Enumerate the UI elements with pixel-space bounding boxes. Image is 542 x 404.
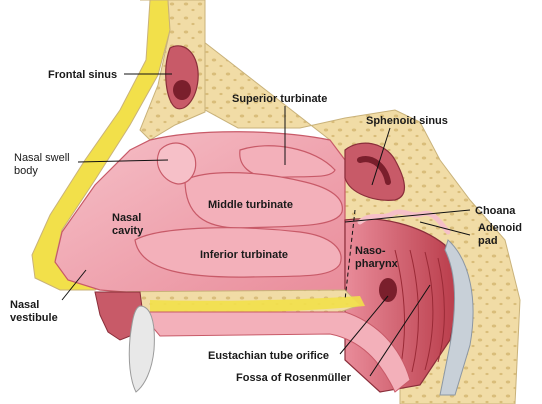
- label-choana: Choana: [475, 205, 516, 217]
- superior-turbinate-shape: [239, 145, 336, 179]
- frontal-sinus-depth: [173, 80, 191, 100]
- tooth: [128, 305, 155, 393]
- choana-dashed-line: [344, 209, 356, 301]
- label-fossa-of-rosenmuller: Fossa of Rosenmüller: [236, 372, 352, 384]
- middle-turbinate-shape: [184, 172, 343, 229]
- eustachian-tube-orifice-shape: [379, 278, 397, 302]
- label-nasal-swell-body-line2: body: [14, 165, 38, 177]
- oral-mucosa: [138, 311, 411, 393]
- palate-yellow-edge: [150, 296, 365, 313]
- label-sphenoid-sinus: Sphenoid sinus: [366, 115, 448, 127]
- label-adenoid-pad-line2: pad: [478, 235, 498, 247]
- pharynx-muscle-fibers: [394, 249, 445, 373]
- label-nasopharynx-line2: pharynx: [355, 258, 399, 270]
- nasal-swell-body-shape: [156, 142, 197, 185]
- label-superior-turbinate: Superior turbinate: [232, 93, 327, 105]
- label-nasal-vestibule-line2: vestibule: [10, 312, 58, 324]
- label-nasal-vestibule-line1: Nasal: [10, 299, 39, 311]
- label-adenoid-pad-line1: Adenoid: [478, 222, 522, 234]
- label-nasal-cavity-line2: cavity: [112, 225, 144, 237]
- label-frontal-sinus: Frontal sinus: [48, 69, 117, 81]
- posterior-wall: [439, 239, 474, 396]
- label-eustachian-tube-orifice: Eustachian tube orifice: [208, 350, 329, 362]
- inferior-turbinate-shape: [134, 227, 342, 278]
- label-inferior-turbinate: Inferior turbinate: [200, 249, 288, 261]
- label-nasopharynx-line1: Naso-: [355, 245, 386, 257]
- label-nasal-swell-body-line1: Nasal swell: [14, 152, 70, 164]
- leader-lines: [61, 73, 471, 377]
- sphenoid-sinus-depth: [357, 156, 391, 185]
- label-nasal-cavity-line1: Nasal: [112, 212, 141, 224]
- label-middle-turbinate: Middle turbinate: [208, 199, 293, 211]
- adenoid-pad-shape: [357, 209, 451, 235]
